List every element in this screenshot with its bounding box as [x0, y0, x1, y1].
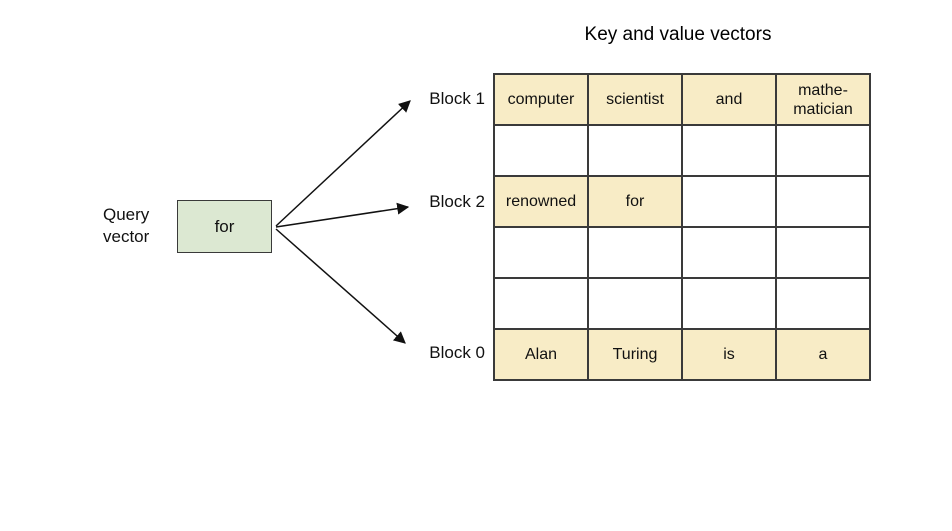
table-cell: a — [775, 328, 871, 381]
table-cell — [681, 175, 777, 228]
table-cell: is — [681, 328, 777, 381]
table-cell: Turing — [587, 328, 683, 381]
arrow-to-block-1 — [275, 100, 411, 227]
table-row — [493, 226, 871, 279]
table-cell: mathe- matician — [775, 73, 871, 126]
table-cell: for — [587, 175, 683, 228]
table-cell: and — [681, 73, 777, 126]
table-cell — [681, 277, 777, 330]
block-2-label: Block 2 — [429, 192, 485, 211]
query-vector-label: Query vector — [103, 205, 150, 246]
table-cell — [775, 277, 871, 330]
table-cell: scientist — [587, 73, 683, 126]
block-1-label: Block 1 — [429, 89, 485, 108]
block-0-label: Block 0 — [429, 343, 485, 362]
table-cell: Alan — [493, 328, 589, 381]
table-cell — [681, 226, 777, 279]
diagram-title: Key and value vectors — [584, 24, 772, 45]
table-row — [493, 277, 871, 330]
table-cell — [493, 277, 589, 330]
table-cell — [493, 124, 589, 177]
query-vector-box: for — [177, 200, 272, 253]
table-cell: renowned — [493, 175, 589, 228]
query-token: for — [214, 216, 235, 236]
arrow-to-block-2 — [275, 202, 410, 228]
table-cell — [775, 175, 871, 228]
table-cell — [775, 124, 871, 177]
table-row — [493, 124, 871, 177]
table-cell — [587, 277, 683, 330]
table-cell — [587, 226, 683, 279]
table-cell — [681, 124, 777, 177]
table-cell — [587, 124, 683, 177]
arrow-to-block-0 — [275, 228, 406, 344]
table-cell — [775, 226, 871, 279]
table-cell: computer — [493, 73, 589, 126]
table-cell — [493, 226, 589, 279]
